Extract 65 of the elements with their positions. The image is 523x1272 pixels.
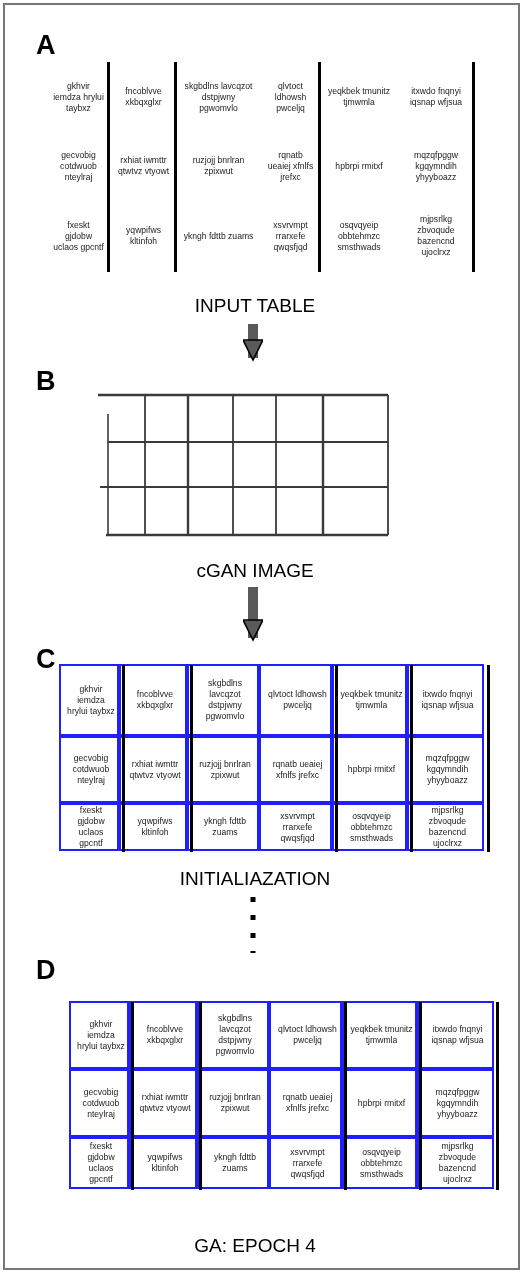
cell-text: gecvobig cotdwuob nteylraj (71, 753, 111, 786)
arrow (242, 587, 264, 641)
cell-text: skgbdlns lavcqzot dstpjwny pgwomvlo (204, 678, 246, 722)
cell-text: ruzjojj bnrlran zpixwut (191, 155, 246, 177)
cell-text: gecvobig cotdwuob nteylraj (81, 1086, 121, 1120)
cell-text: rxhiat iwmttr qtwtvz vtyowt (138, 1092, 192, 1114)
cell-text: mjpsrlkg zbvoqude bazencnd ujoclrxz (437, 1141, 478, 1185)
cell-text: skgbdlns lavcqzot dstpjwny pgwomvlo (214, 1013, 256, 1057)
cell-text: hpbrpi rmitxf (347, 764, 396, 775)
dotted-connector (250, 897, 256, 953)
cell-text: ykngh fdttb zuams (212, 1152, 257, 1174)
cell-text: itxwdo fnqnyi iqsnap wfjsua (408, 86, 464, 108)
cell-text: xsvrvmpt rrarxefe qwqsfjqd (289, 1146, 326, 1180)
cell-text: hpbrpi rmitxf (335, 160, 383, 172)
cell-text: osqvqyeip obbtehmzc smsthwads (336, 219, 382, 253)
cell-text: itxwdo fnqnyi iqsnap wfjsua (430, 1024, 485, 1046)
cell-text: yeqkbek tmunitz tjmwmla (327, 86, 391, 108)
panel-letter: B (36, 366, 56, 396)
cell-text: xsvrvmpt rrarxefe qwqsfjqd (279, 810, 316, 844)
cell-text: skgbdlns lavcqzot dstpjwny pgwomvlo (183, 80, 254, 114)
cell-text: rxhiat iwmttr qtwtvz vtyowt (128, 758, 182, 781)
cell-text: gkhvir iemdza hrylui taybxz (77, 1018, 125, 1052)
cell-text: xsvrvmpt rrarxefe qwqsfjqd (272, 219, 309, 253)
cell-text: hpbrpi rmitxf (357, 1097, 406, 1109)
cell-text: fxeskt gjdobw uclaos gpcntf (76, 805, 106, 849)
panel-caption: INPUT TABLE (194, 295, 316, 317)
cell-text: yeqkbek tmunitz tjmwmla (340, 689, 403, 711)
cell-text: gecvobig cotdwuob nteylraj (59, 149, 98, 183)
cell-text: fxeskt gjdobw uclaos gpcntf (53, 219, 104, 253)
cell-text: ruzjojj bnrlran zpixwut (198, 758, 252, 781)
cell-text: qlvtoct ldhowsh pwceljq (267, 689, 328, 711)
cell-text: gkhvir iemdza hrylui taybxz (67, 683, 115, 717)
panel-caption: INITIALIAZATION (179, 868, 331, 890)
cell-text: qlvtoct ldhowsh pwceljq (277, 1024, 338, 1046)
cell-text: rqnatb ueaiej xfnlfs jrefxc (281, 1092, 334, 1114)
cell-text: fxeskt gjdobw uclaos gpcntf (86, 1141, 116, 1185)
cell-text: fncoblvve xkbqxglxr (124, 86, 163, 108)
cell-text: qlvtoct ldhowsh pwceljq (273, 80, 308, 114)
cell-text: mqzqfpggw kgqymndih yhyyboazz (434, 1086, 481, 1120)
cell-text: itxwdo fnqnyi iqsnap wfjsua (420, 689, 475, 711)
cell-text: osqvqyeip obbtehmzc smsthwads (349, 810, 394, 844)
cell-text: osqvqyeip obbtehmzc smsthwads (359, 1146, 404, 1180)
cell-text: yeqkbek tmunitz tjmwmla (350, 1024, 413, 1046)
cell-text: ykngh fdttb zuams (202, 816, 247, 838)
cell-text: mqzqfpggw kgqymndih yhyyboazz (424, 753, 471, 786)
cell-text: rqnatb ueaiej xfnlfs jrefxc (271, 758, 324, 781)
cell-text: gkhvir iemdza hrylui taybxz (53, 80, 104, 114)
cell-text: ruzjojj bnrlran zpixwut (208, 1092, 262, 1114)
cell-text: mjpsrlkg zbvoqude bazencnd ujoclrxz (416, 214, 456, 258)
cell-text: ykngh fdttb zuams (183, 230, 254, 242)
cell-text: rqnatb ueaiej xfnlfs jrefxc (266, 149, 315, 183)
panel-letter: C (36, 644, 56, 674)
cell-text: mqzqfpggw kgqymndih yhyyboazz (413, 149, 459, 183)
panel-letter: D (36, 955, 56, 985)
cell-text: fncoblvve xkbqxglxr (145, 1024, 185, 1046)
arrow (242, 324, 264, 361)
cell-text: fncoblvve xkbqxglxr (135, 689, 175, 711)
panel-caption: GA: EPOCH 4 (194, 1235, 316, 1257)
cell-text: yqwpifws kltinfoh (125, 225, 162, 247)
cell-text: mjpsrlkg zbvoqude bazencnd ujoclrxz (427, 805, 468, 849)
cell-text: yqwpifws kltinfoh (146, 1152, 184, 1174)
panel-letter: A (36, 30, 56, 60)
cell-text: rxhiat iwmttr qtwtvz vtyowt (116, 155, 171, 177)
panel-caption: cGAN IMAGE (196, 560, 314, 582)
cell-text: yqwpifws kltinfoh (136, 816, 174, 838)
